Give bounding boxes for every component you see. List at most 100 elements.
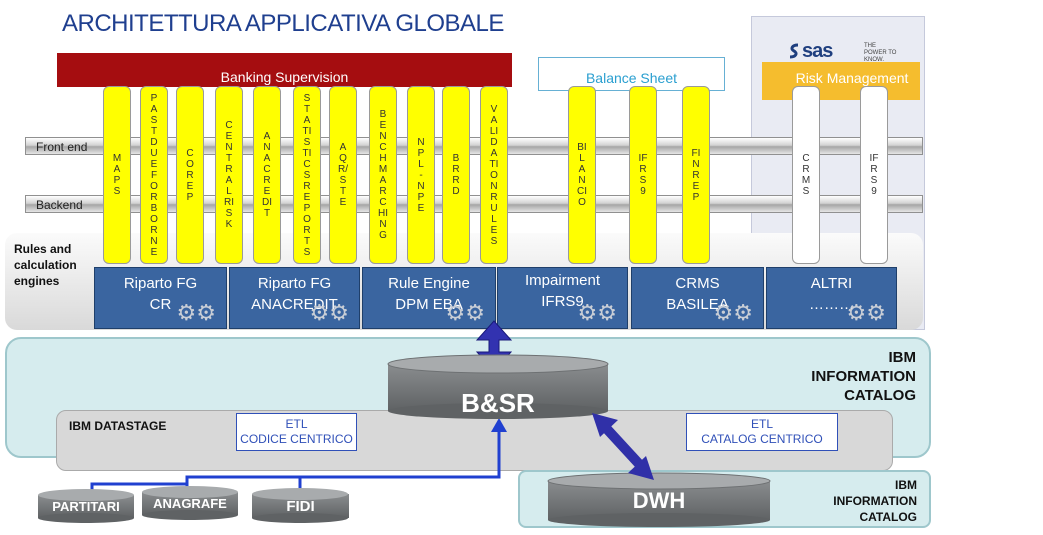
engine-line: BASILEA [666, 296, 729, 313]
fidi-label: FIDI [286, 498, 315, 515]
pillar-text: BRRD [452, 153, 460, 197]
pillar-ifrs9: IFRS9 [629, 86, 657, 264]
pillar-text: CENTRAL RISK [224, 120, 234, 230]
partitari-database-icon [38, 489, 134, 523]
gears-icon: ⚙⚙ [176, 300, 216, 325]
backend-label: Backend [36, 198, 83, 212]
pillar-maps: MAPS [103, 86, 131, 264]
banking-supervision-band: Banking Supervision [57, 53, 512, 87]
pillar-text: ANACREDIT [262, 131, 272, 219]
bsr-label: B&SR [461, 388, 535, 418]
flow-arrowhead [491, 418, 507, 432]
engine-impairment: Impairment IFRS9 ⚙⚙ [497, 267, 628, 329]
balance-sheet-band: Balance Sheet [538, 57, 725, 91]
engine-line: CRMS [675, 275, 720, 292]
balance-sheet-label: Balance Sheet [585, 70, 678, 86]
engine-rule-engine: Rule Engine DPM EBA ⚙⚙ [362, 267, 496, 329]
pillar-text: CRMS [801, 153, 811, 197]
engine-line: Impairment [524, 272, 601, 289]
risk-management-band: Risk Management [762, 62, 920, 100]
banking-supervision-label: Banking Supervision [220, 69, 349, 85]
page-title: ARCHITETTURA APPLICATIVA GLOBALE [62, 10, 504, 37]
dwh-catalog-label: IBM INFORMATION CATALOG [800, 477, 917, 525]
etl-line: CODICE CENTRICO [240, 432, 353, 446]
engine-line: ALTRI [810, 275, 853, 292]
pillar-text: COREP [186, 147, 194, 203]
pillar-text: NPL - NPE [417, 136, 425, 214]
partitari-label: PARTITARI [52, 499, 120, 514]
ibm-catalog-line: INFORMATION [811, 368, 916, 385]
pillar-text: MAPS [112, 153, 122, 197]
etl-codice-centrico: ETL CODICE CENTRICO [236, 413, 357, 451]
etl-line: CATALOG CENTRICO [701, 432, 823, 446]
gears-icon: ⚙⚙ [577, 300, 617, 325]
engine-line: CR [149, 296, 172, 313]
rules-label-line: engines [14, 274, 60, 288]
pillar-npl-npe: NPL - NPE [407, 86, 435, 264]
etl-catalog-centrico: ETL CATALOG CENTRICO [686, 413, 838, 451]
pillar-central-risk: CENTRAL RISK [215, 86, 243, 264]
fidi-database-icon [252, 488, 349, 523]
engine-line: Riparto FG [257, 275, 332, 292]
pillar-text: IFRS9 [869, 153, 879, 197]
sas-brand-text: sas [802, 40, 833, 62]
pillar-aqr-ste: AQR/STE [329, 86, 357, 264]
dwh-catalog-line: INFORMATION [833, 494, 917, 508]
risk-management-label: Risk Management [795, 70, 909, 86]
pillar-statistics-reports: STATISTICS REPORTS [293, 86, 321, 264]
etl-flow-lines [90, 418, 507, 493]
pillar-text: VALIDATIONRULES [489, 103, 499, 247]
bsr-database-icon [387, 354, 609, 419]
dwh-database-icon [547, 472, 771, 527]
pillar-ifrs9-risk: IFRS9 [860, 86, 888, 264]
gears-icon: ⚙⚙ [713, 300, 753, 325]
ibm-catalog-line: IBM [888, 349, 917, 366]
gears-icon: ⚙⚙ [309, 300, 349, 325]
pillar-brrd: BRRD [442, 86, 470, 264]
engine-line: ANACREDIT [251, 296, 338, 313]
engine-line: Rule Engine [388, 275, 470, 292]
pillar-text: IFRS9 [638, 153, 648, 197]
pillar-crms: CRMS [792, 86, 820, 264]
engine-riparto-fg-anacredit: Riparto FG ANACREDIT ⚙⚙ [229, 267, 360, 329]
dwh-label: DWH [632, 488, 686, 513]
etl-line: ETL [285, 417, 308, 431]
pillar-text: PASTDUE FORBORNE [150, 92, 158, 258]
bsr-dwh-double-arrow [592, 413, 654, 480]
pillar-bilancio: BILANCIO [568, 86, 596, 264]
pillar-text: BILANCIO [577, 142, 587, 208]
flow-line-partitari [90, 430, 501, 493]
sas-brand: sas [788, 40, 833, 63]
gears-icon: ⚙⚙ [445, 300, 485, 325]
pillar-text: FINREP [691, 147, 701, 203]
pillar-text: STATISTICS REPORTS [302, 92, 312, 258]
pillar-text: AQR/STE [338, 142, 348, 208]
pillar-validationrules: VALIDATIONRULES [480, 86, 508, 264]
gears-icon: ⚙⚙ [846, 300, 886, 325]
ibm-catalog-label: IBM INFORMATION CATALOG [760, 348, 916, 405]
pillar-benchmarching: BENCHMARCHING [369, 86, 397, 264]
dwh-catalog-line: CATALOG [859, 510, 917, 524]
datastage-label: IBM DATASTAGE [69, 419, 167, 433]
engine-crms-basilea: CRMS BASILEA ⚙⚙ [631, 267, 764, 329]
pillar-pastdue-forborne: PASTDUE FORBORNE [140, 86, 168, 264]
dwh-catalog-line: IBM [895, 478, 917, 492]
sas-swoosh-icon [789, 43, 799, 59]
etl-line: ETL [750, 417, 773, 431]
engine-line: IFRS9 [541, 293, 584, 310]
pillar-text: BENCHMARCHING [378, 109, 388, 241]
pillar-finrep: FINREP [682, 86, 710, 264]
front-end-label: Front end [36, 140, 88, 154]
engine-line: ……… [809, 296, 854, 313]
rules-label-line: calculation [14, 258, 77, 272]
rules-label: Rules and calculation engines [14, 241, 77, 289]
pillar-corep: COREP [176, 86, 204, 264]
engine-line: DPM EBA [395, 296, 463, 313]
ibm-catalog-line: CATALOG [844, 387, 916, 404]
sas-logo: sas THE POWER TO KNOW. [788, 40, 900, 63]
engine-riparto-fg-cr: Riparto FG CR ⚙⚙ [94, 267, 227, 329]
engine-altri: ALTRI ……… ⚙⚙ [766, 267, 897, 329]
anagrafe-database-icon [142, 486, 238, 520]
anagrafe-label: ANAGRAFE [153, 496, 227, 511]
